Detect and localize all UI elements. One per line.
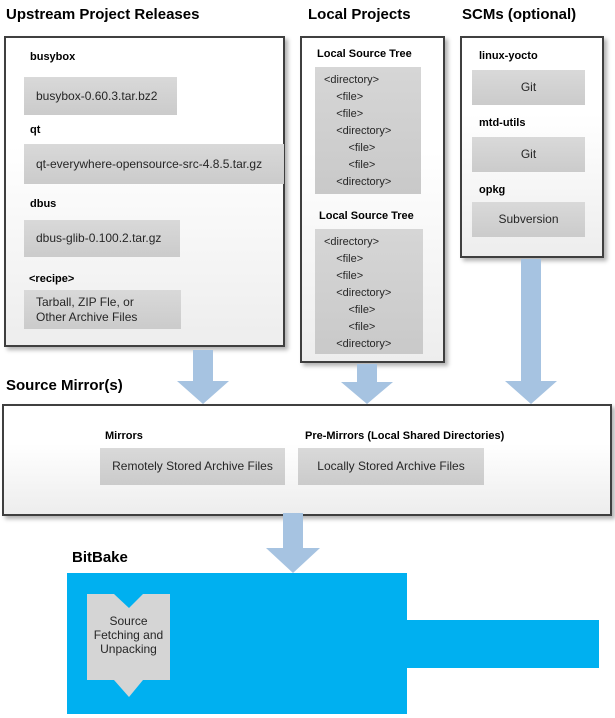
premirrors-value: Locally Stored Archive Files	[298, 448, 484, 485]
source-mirrors-box: Mirrors Remotely Stored Archive Files Pr…	[2, 404, 612, 516]
upstream-entry-value: dbus-glib-0.100.2.tar.gz	[24, 220, 180, 257]
mirrors-label: Mirrors	[105, 430, 143, 442]
local-source-tree: <directory> <file> <file> <directory> <f…	[315, 229, 423, 354]
scm-entry-label: opkg	[479, 184, 506, 196]
source-fetching-step: Source Fetching and Unpacking	[87, 594, 170, 697]
arrow-upstream-to-mirrors-icon	[177, 350, 229, 404]
bitbake-title: BitBake	[72, 549, 128, 566]
scm-entry-label: linux-yocto	[479, 50, 538, 62]
upstream-entry-label: qt	[30, 124, 41, 136]
source-mirrors-title: Source Mirror(s)	[6, 377, 123, 394]
scm-entry-label: mtd-utils	[479, 117, 526, 129]
local-source-tree-label: Local Source Tree	[319, 210, 414, 222]
local-projects-title: Local Projects	[308, 6, 411, 23]
upstream-box: busybox busybox-0.60.3.tar.bz2 qt qt-eve…	[4, 36, 285, 347]
arrow-scms-to-mirrors-icon	[505, 259, 557, 404]
upstream-entry-value: qt-everywhere-opensource-src-4.8.5.tar.g…	[24, 144, 284, 184]
local-projects-box: Local Source Tree <directory> <file> <fi…	[300, 36, 445, 363]
local-source-tree-label: Local Source Tree	[317, 48, 412, 60]
upstream-entry-label: busybox	[30, 51, 76, 63]
flow-chevron-icon	[87, 594, 170, 697]
upstream-entry-label: dbus	[30, 198, 57, 210]
mirrors-value: Remotely Stored Archive Files	[100, 448, 285, 485]
upstream-title: Upstream Project Releases	[6, 6, 200, 23]
scms-title: SCMs (optional)	[462, 6, 577, 23]
scms-box: linux-yocto Git mtd-utils Git opkg Subve…	[460, 36, 604, 258]
premirrors-label: Pre-Mirrors (Local Shared Directories)	[305, 430, 505, 442]
scm-entry-value: Subversion	[472, 202, 585, 237]
bitbake-output-band	[407, 620, 599, 668]
scm-entry-value: Git	[472, 137, 585, 172]
local-source-tree: <directory> <file> <file> <directory> <f…	[315, 67, 421, 194]
arrow-mirrors-to-bitbake-icon	[266, 513, 320, 573]
upstream-entry-value: busybox-0.60.3.tar.bz2	[24, 77, 177, 115]
arrow-local-to-mirrors-icon	[341, 364, 393, 404]
source-fetching-label: Source Fetching and Unpacking	[93, 614, 164, 656]
scm-entry-value: Git	[472, 70, 585, 105]
upstream-entry-label: <recipe>	[29, 273, 75, 285]
upstream-entry-value: Tarball, ZIP Fle, or Other Archive Files	[24, 290, 181, 329]
